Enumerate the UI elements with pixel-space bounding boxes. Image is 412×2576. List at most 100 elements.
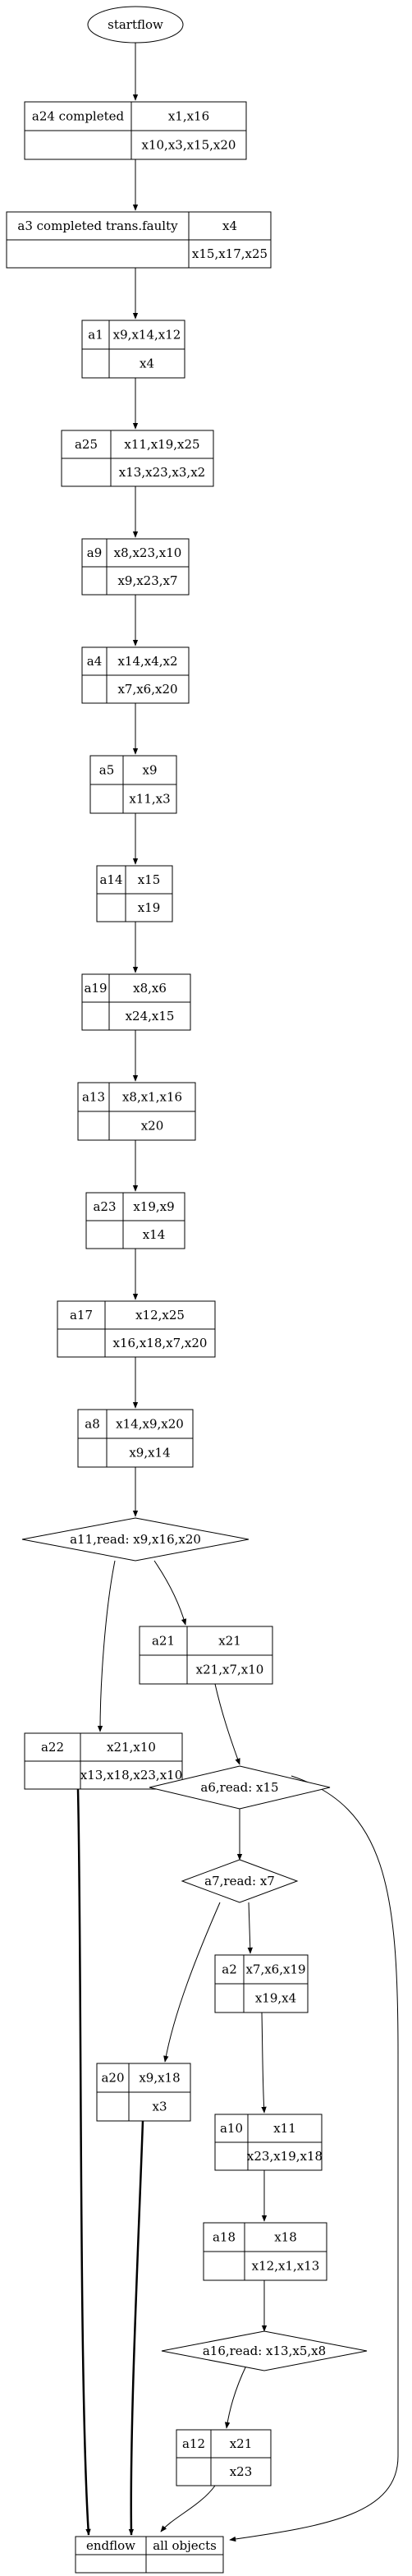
start-node[interactable]: startflow	[87, 6, 184, 44]
task-outputs: x23,x19,x18	[247, 2149, 323, 2164]
task-label: a9	[87, 545, 103, 560]
decision-label: a16,read: x13,x5,x8	[203, 2344, 326, 2358]
task-outputs: x9,x23,x7	[117, 573, 177, 588]
decision-a6[interactable]: a6,read: x15	[149, 1765, 331, 1810]
task-outputs: x24,x15	[126, 1009, 175, 1024]
task-inputs: x18	[274, 2230, 297, 2245]
edge-a12-end	[160, 2485, 216, 2532]
task-outputs: x19	[138, 900, 161, 915]
task-label: a2	[222, 1962, 237, 1977]
task-inputs: x15	[138, 872, 161, 887]
edges	[76, 43, 399, 2542]
task-inputs: x21,x10	[107, 1740, 156, 1755]
decision-diamond	[21, 1517, 249, 1562]
task-outputs: x14	[143, 1227, 166, 1242]
task-outputs: x4	[140, 356, 154, 371]
decision-a16[interactable]: a16,read: x13,x5,x8	[161, 2330, 368, 2371]
task-a4[interactable]: a4 x14,x4,x2 x7,x6,x20	[81, 646, 190, 704]
task-inputs: x21	[230, 2436, 253, 2451]
edge-a16-a12	[224, 2365, 247, 2429]
decision-diamond	[181, 1859, 299, 1903]
edge-a11-a21	[153, 1560, 187, 1626]
edge-a2-a10	[261, 2012, 267, 2114]
end-objects-label: all objects	[153, 2538, 217, 2553]
edge-a7-a20	[163, 1902, 221, 2063]
decision-a7[interactable]: a7,read: x7	[181, 1859, 299, 1903]
task-inputs: x8,x23,x10	[114, 545, 182, 560]
task-outputs: x23	[230, 2464, 253, 2479]
task-a17[interactable]: a17 x12,x25 x16,x18,x7,x20	[57, 1300, 216, 1358]
end-node[interactable]: endflow all objects	[75, 2536, 224, 2574]
task-a18[interactable]: a18 x18 x12,x1,x13	[203, 2222, 327, 2281]
task-a9[interactable]: a9 x8,x23,x10 x9,x23,x7	[81, 538, 190, 596]
task-inputs: x7,x6,x19	[245, 1962, 305, 1977]
task-outputs: x16,x18,x7,x20	[113, 1336, 208, 1350]
task-inputs: x14,x9,x20	[116, 1417, 184, 1432]
decision-label: a11,read: x9,x16,x20	[70, 1532, 201, 1547]
end-label: endflow	[86, 2538, 135, 2553]
task-label: a3 completed trans.faulty	[17, 218, 178, 233]
task-inputs: x12,x25	[135, 1308, 185, 1322]
task-inputs: x9	[142, 763, 157, 778]
task-label: a13	[82, 1090, 105, 1105]
task-a25[interactable]: a25 x11,x19,x25 x13,x23,x3,x2	[61, 430, 214, 487]
edge-a21-a6	[214, 1683, 240, 1765]
task-label: a25	[75, 437, 98, 452]
task-outputs: x10,x3,x15,x20	[142, 138, 236, 153]
task-outputs: x3	[152, 2100, 167, 2114]
task-a21[interactable]: a21 x21 x21,x7,x10	[139, 1626, 273, 1685]
task-inputs: x1,x16	[168, 109, 209, 124]
task-label: a21	[152, 1634, 175, 1649]
task-outputs: x20	[141, 1119, 164, 1134]
task-outputs: x11,x3	[129, 792, 170, 807]
edge-a22-end	[76, 1788, 91, 2536]
decision-diamond	[161, 2330, 368, 2371]
edge-a7-a2	[247, 1902, 253, 1954]
task-label: a1	[88, 328, 103, 343]
task-label: a8	[85, 1417, 100, 1432]
decision-a11[interactable]: a11,read: x9,x16,x20	[21, 1517, 249, 1562]
task-label: a19	[84, 981, 107, 996]
task-inputs: x21	[218, 1634, 241, 1649]
task-a12[interactable]: a12 x21 x23	[176, 2429, 272, 2486]
task-inputs: x9,x18	[139, 2071, 180, 2086]
task-label: a22	[41, 1740, 64, 1755]
decision-diamond	[149, 1765, 331, 1810]
task-outputs: x13,x18,x23,x10	[80, 1768, 183, 1782]
task-a1[interactable]: a1 x9,x14,x12 x4	[81, 320, 185, 379]
decision-label: a6,read: x15	[200, 1780, 278, 1795]
task-outputs: x7,x6,x20	[117, 682, 177, 697]
task-a22[interactable]: a22 x21,x10 x13,x18,x23,x10	[24, 1732, 183, 1790]
task-inputs: x8,x6	[133, 981, 167, 996]
task-a20[interactable]: a20 x9,x18 x3	[96, 2063, 191, 2122]
task-a14[interactable]: a14 x15 x19	[96, 865, 173, 922]
task-label: a12	[182, 2436, 205, 2451]
task-a19[interactable]: a19 x8,x6 x24,x15	[81, 973, 191, 1031]
task-label: a14	[99, 872, 122, 887]
start-label: startflow	[108, 17, 163, 32]
task-label: a20	[101, 2071, 124, 2086]
task-outputs: x13,x23,x3,x2	[119, 465, 205, 480]
task-outputs: x12,x1,x13	[252, 2259, 320, 2274]
task-label: a4	[87, 654, 103, 669]
task-label: a17	[70, 1308, 93, 1322]
task-inputs: x9,x14,x12	[113, 328, 181, 343]
task-inputs: x14,x4,x2	[117, 654, 177, 669]
edge-a11-a22	[97, 1560, 116, 1732]
decision-label: a7,read: x7	[204, 1874, 275, 1888]
task-label: a18	[213, 2230, 236, 2245]
task-outputs: x21,x7,x10	[196, 1663, 264, 1677]
edge-a6-end	[229, 1775, 399, 2542]
task-inputs: x11,x19,x25	[124, 437, 199, 452]
task-inputs: x4	[222, 218, 237, 233]
